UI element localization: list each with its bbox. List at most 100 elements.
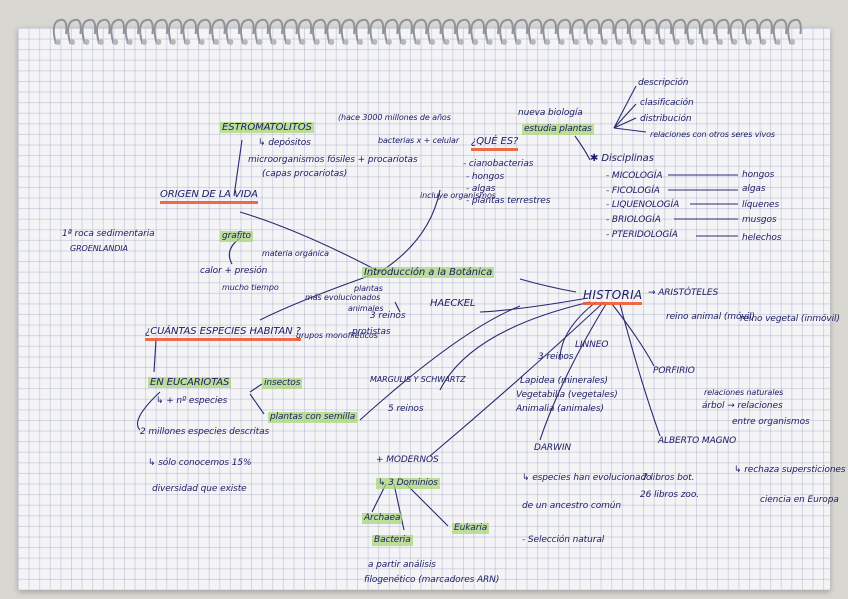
binding-hole: [55, 39, 61, 45]
note-plantas: plantas: [354, 284, 383, 293]
note-especies: ↳ especies han evolucionado: [522, 473, 652, 483]
binding-hole: [689, 39, 695, 45]
spiral-ring: [484, 18, 500, 45]
binding-hole: [530, 39, 536, 45]
binding-hole: [429, 39, 435, 45]
note-darwin: DARWIN: [534, 443, 572, 453]
binding-hole: [242, 39, 248, 45]
spiral-ring: [326, 18, 341, 45]
note-ancestro: de un ancestro común: [522, 501, 621, 511]
binding-hole: [329, 39, 335, 45]
note-historia: HISTORIA: [583, 289, 643, 305]
spiral-ring: [499, 18, 514, 45]
spiral-ring: [52, 18, 68, 45]
note-pteridologia: - PTERIDOLOGÍA: [606, 230, 678, 240]
spiral-ring: [599, 18, 615, 45]
spiral-ring: [211, 18, 226, 45]
binding-hole: [631, 39, 637, 45]
binding-hole: [789, 39, 796, 45]
spiral-ring: [772, 18, 788, 45]
note-hace3000: (hace 3000 millones de años: [338, 113, 451, 122]
note-eucariotas: EN EUCARIOTAS: [148, 377, 232, 388]
note-mucho: mucho tiempo: [222, 283, 279, 292]
binding-hole: [458, 39, 464, 45]
spiral-ring: [671, 18, 687, 45]
binding-hole: [473, 39, 479, 45]
spiral-ring: [556, 18, 572, 45]
note-algas: - algas: [466, 184, 496, 194]
note-reinos5: 5 reinos: [388, 404, 424, 414]
note-rechaza: ↳ rechaza supersticiones: [734, 465, 846, 475]
note-dominios: ↳ 3 Dominios: [376, 478, 440, 489]
spiral-ring: [455, 18, 471, 45]
note-lapidea: Lapidea (minerales): [520, 376, 608, 386]
binding-hole: [660, 39, 666, 45]
note-d-liquenes: líquenes: [742, 200, 780, 210]
spiral-ring: [110, 18, 125, 45]
spiral-ring: [412, 18, 428, 45]
note-capas: (capas procariotas): [262, 169, 348, 179]
spiral-ring: [383, 18, 399, 45]
spiral-ring: [585, 18, 601, 45]
note-lin3: 3 reinos: [538, 352, 574, 362]
note-roca: 1ª roca sedimentaria: [62, 229, 155, 239]
spiral-ring: [571, 18, 586, 45]
note-reinovegetal: reino vegetal (inmóvil): [740, 314, 840, 324]
note-grafito: grafito: [220, 231, 253, 242]
note-grupos: grupos monofiléticos: [296, 331, 378, 340]
note-libros2: 26 libros zoo.: [640, 490, 699, 500]
note-microorg: microorganismos fósiles + procariotas: [248, 155, 418, 165]
binding-hole: [113, 39, 119, 45]
binding-hole: [285, 39, 291, 45]
spiral-ring: [657, 18, 673, 45]
note-reinoanimal: reino animal (móvil): [666, 312, 755, 322]
binding-hole: [444, 39, 450, 45]
spiral-ring: [614, 18, 629, 45]
binding-hole: [602, 39, 608, 45]
spiral-ring: [182, 18, 197, 45]
note-plsemilla: plantas con semilla: [268, 412, 358, 423]
binding-hole: [141, 39, 147, 45]
binding-hole: [501, 39, 507, 45]
note-eukaria: Eukaria: [452, 523, 490, 534]
note-porfirio: PORFIRIO: [653, 366, 695, 376]
binding-hole: [761, 39, 767, 45]
binding-hole: [343, 39, 349, 45]
note-d-helechos: helechos: [742, 233, 782, 243]
note-margulis: MARGULIS Y SCHWARTZ: [370, 375, 466, 384]
note-relaciones: relaciones con otros seres vivos: [650, 130, 775, 139]
note-incluye: incluye organismos: [420, 191, 496, 200]
spiral-ring: [167, 18, 183, 45]
binding-hole: [156, 39, 162, 45]
note-calor: calor + presión: [200, 266, 268, 276]
note-d-algas: algas: [742, 184, 766, 194]
spiral-ring: [239, 18, 255, 45]
spiral-ring: [729, 18, 745, 45]
spiral-ring: [700, 18, 716, 45]
note-d-hongos: hongos: [742, 170, 775, 180]
note-descripcion: descripción: [638, 78, 689, 88]
note-animales: animales: [348, 304, 384, 313]
spiral-ring: [527, 18, 543, 45]
spiral-ring: [283, 18, 298, 45]
binding-hole: [69, 39, 75, 45]
binding-hole: [213, 39, 219, 45]
spiral-ring: [268, 18, 284, 45]
spiral-ring: [311, 18, 327, 45]
note-groenlandia: GROENLANDIA: [70, 244, 128, 253]
binding-hole: [228, 39, 234, 45]
binding-hole: [487, 39, 493, 45]
binding-hole: [545, 39, 551, 45]
note-vegetabilia: Vegetabilia (vegetales): [516, 390, 618, 400]
spiral-ring: [758, 18, 773, 45]
binding-hole: [732, 39, 738, 45]
note-clasificacion: clasificación: [640, 98, 694, 108]
note-protistas: protistas: [352, 327, 391, 337]
note-distribucion: distribución: [640, 114, 692, 124]
spiral-ring: [643, 18, 658, 45]
note-plterr: - plantas terrestres: [466, 196, 551, 206]
binding-hole: [127, 39, 133, 45]
binding-hole: [314, 39, 320, 45]
binding-hole: [199, 39, 205, 45]
